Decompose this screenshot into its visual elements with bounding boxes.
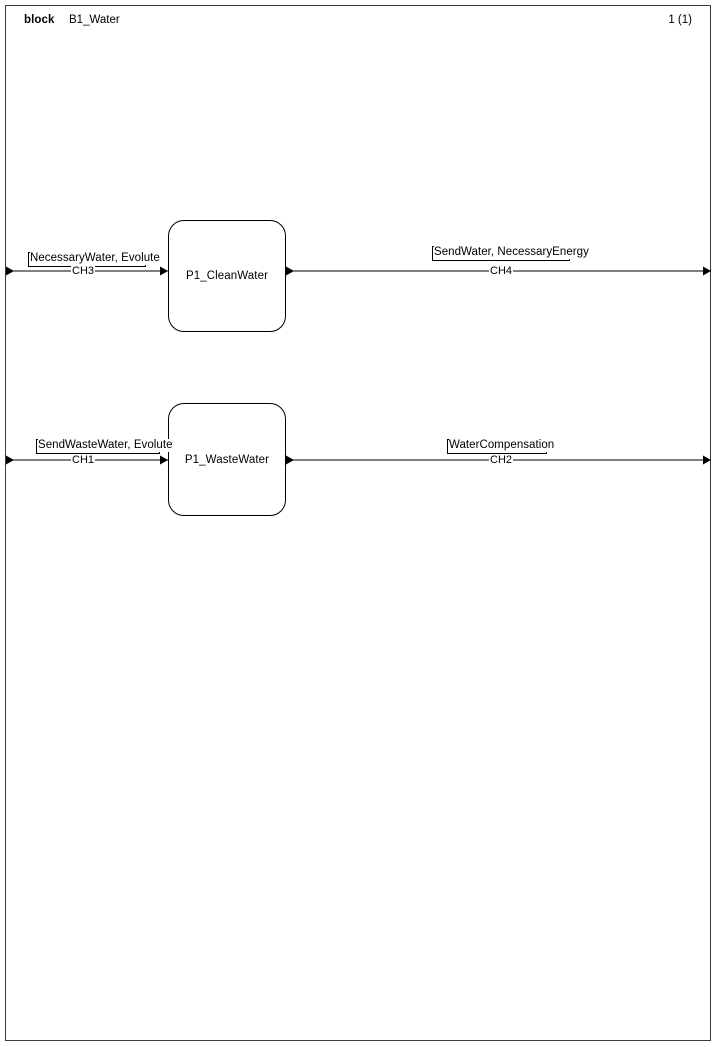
page-frame xyxy=(5,5,711,1041)
block-label: P1_CleanWater xyxy=(185,270,269,282)
channel-id-ch3: CH3 xyxy=(71,265,96,277)
diagram-kind-label: block xyxy=(24,14,55,26)
block-label: P1_WasteWater xyxy=(184,453,270,466)
channel-id-ch2: CH2 xyxy=(489,454,514,466)
block-p1-wastewater[interactable]: P1_WasteWater xyxy=(168,403,286,516)
signal-label-ch1: SendWasteWater, Evolute xyxy=(38,439,173,452)
channel-id-ch4: CH4 xyxy=(489,265,514,277)
channel-id-ch1: CH1 xyxy=(71,454,96,466)
block-p1-cleanwater[interactable]: P1_CleanWater xyxy=(168,220,286,332)
signal-label-ch3: NecessaryWater, Evolute xyxy=(30,252,160,265)
page-number-indicator: 1 (1) xyxy=(668,14,692,26)
signal-label-ch2: WaterCompensation xyxy=(449,439,555,452)
diagram-name-label: B1_Water xyxy=(69,14,120,26)
page-header: block B1_Water 1 (1) xyxy=(6,6,710,34)
signal-label-ch4: SendWater, NecessaryEnergy xyxy=(434,246,589,259)
